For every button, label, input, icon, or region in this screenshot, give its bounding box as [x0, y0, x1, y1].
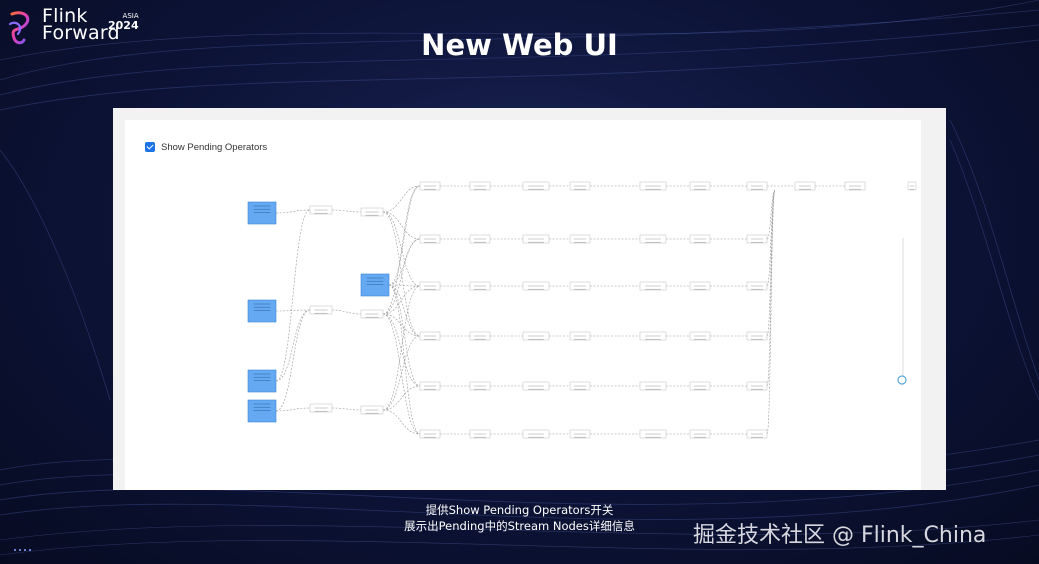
graph-edge [382, 313, 421, 337]
web-ui-screenshot: Show Pending Operators [113, 108, 946, 490]
watermark: 掘金技术社区 @ Flink_China [693, 523, 987, 548]
graph-edge [275, 309, 311, 412]
zoom-slider-handle[interactable] [897, 375, 907, 385]
graph-edge [331, 209, 362, 213]
graph-edge [766, 189, 776, 287]
graph-edge [388, 284, 421, 287]
graph-edge [275, 209, 311, 382]
flink-forward-logo: Flink Forward ASIA 2024 [6, 5, 139, 48]
graph-edge [382, 285, 421, 411]
pending-operator-node[interactable] [247, 201, 277, 225]
graph-edge [388, 284, 421, 387]
caption: 提供Show Pending Operators开关 展示出Pending中的S… [0, 502, 1039, 534]
graph-edge [766, 189, 776, 435]
caption-line1: 提供Show Pending Operators开关 [425, 503, 614, 517]
slide-title: New Web UI [421, 28, 618, 62]
flink-logo-icon [8, 11, 30, 45]
graph-edge [331, 407, 362, 411]
show-pending-toggle[interactable]: Show Pending Operators [145, 140, 267, 154]
graph-edge [275, 309, 311, 312]
job-graph-panel: Show Pending Operators [125, 120, 921, 490]
graph-edge [382, 238, 421, 315]
footer-dots [14, 549, 31, 551]
graph-edge [382, 285, 421, 315]
graph-edge [382, 409, 421, 435]
graph-edge [766, 189, 776, 387]
graph-edge [275, 407, 311, 412]
graph-edge [275, 309, 311, 382]
show-pending-label: Show Pending Operators [161, 141, 268, 153]
graph-edge [382, 385, 421, 411]
graph-edge [382, 313, 421, 435]
zoom-slider[interactable] [897, 238, 907, 385]
logo-badge-year: 2024 [108, 19, 139, 32]
pending-operator-node[interactable] [247, 369, 277, 393]
job-graph[interactable] [125, 120, 921, 490]
graph-edge [275, 209, 311, 214]
graph-nodes [247, 181, 917, 439]
graph-edges [275, 185, 845, 435]
logo-line1: Flink [42, 5, 88, 27]
logo-line2: Forward [42, 22, 120, 44]
graph-edge [382, 185, 421, 315]
graph-edge [388, 185, 421, 286]
logo-badge: ASIA 2024 [108, 12, 139, 32]
graph-edge [331, 309, 362, 315]
graph-edge [382, 185, 421, 213]
graph-edge [382, 211, 421, 337]
graph-edge [766, 189, 776, 240]
show-pending-checkbox[interactable] [145, 142, 155, 152]
graph-edge [388, 284, 421, 435]
logo-wordmark: Flink Forward [42, 5, 120, 44]
graph-edge [388, 238, 421, 286]
logo-badge-top: ASIA [122, 12, 139, 20]
graph-edge [382, 313, 421, 387]
caption-line2: 展示出Pending中的Stream Nodes详细信息 [404, 519, 635, 533]
pending-operator-node[interactable] [360, 273, 390, 297]
pending-operator-node[interactable] [247, 399, 277, 423]
graph-edge [382, 211, 421, 240]
graph-edge [388, 284, 421, 337]
graph-edge [382, 211, 421, 287]
pending-operator-node[interactable] [247, 299, 277, 323]
